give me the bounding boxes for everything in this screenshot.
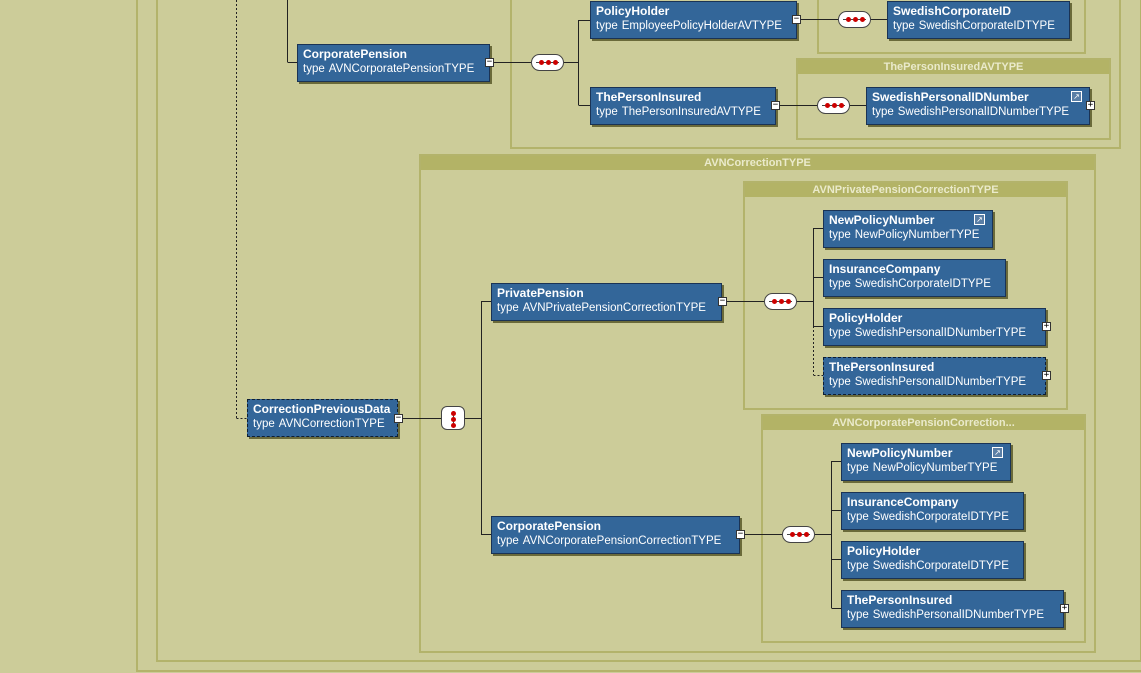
element-type: AVNCorporatePensionTYPE <box>328 63 475 75</box>
expand-toggle-icon[interactable]: + <box>1042 321 1051 331</box>
type-keyword: type <box>847 462 869 474</box>
type-keyword: type <box>497 535 519 547</box>
element-name: PolicyHolder <box>829 311 903 325</box>
reference-arrow-icon[interactable]: ↗ <box>992 447 1003 458</box>
element-name: PolicyHolder <box>596 4 670 18</box>
type-keyword: type <box>303 63 325 75</box>
collapse-toggle-icon[interactable]: − <box>736 529 745 539</box>
type-keyword: type <box>596 20 618 32</box>
element-type: SwedishCorporateIDTYPE <box>872 511 1009 523</box>
outer-frame <box>136 0 1141 672</box>
element-name: SwedishPersonalIDNumber <box>872 90 1029 104</box>
sequence-compositor-icon[interactable] <box>531 54 564 71</box>
type-keyword: type <box>497 302 519 314</box>
element-name: InsuranceCompany <box>829 262 941 276</box>
element-name: SwedishCorporateID <box>893 4 1012 18</box>
type-keyword: type <box>253 418 275 430</box>
type-keyword: type <box>872 106 894 118</box>
element-type: NewPolicyNumberTYPE <box>872 462 998 474</box>
element-type: SwedishCorporateIDTYPE <box>872 560 1009 572</box>
type-keyword: type <box>596 106 618 118</box>
type-keyword: type <box>829 278 851 290</box>
element-name: ThePersonInsured <box>596 90 702 104</box>
type-keyword: type <box>829 327 851 339</box>
expand-toggle-icon[interactable]: + <box>1042 370 1051 380</box>
element-type: SwedishCorporateIDTYPE <box>918 20 1055 32</box>
element-type: SwedishCorporateIDTYPE <box>854 278 991 290</box>
element-name: CorrectionPreviousData <box>253 402 391 416</box>
group-title: AVNPrivatePensionCorrectionTYPE <box>745 183 1066 197</box>
reference-arrow-icon[interactable]: ↗ <box>974 214 985 225</box>
type-keyword: type <box>829 229 851 241</box>
element-type: SwedishPersonalIDNumberTYPE <box>872 609 1045 621</box>
expand-toggle-icon[interactable]: + <box>1086 100 1095 110</box>
expand-toggle-icon[interactable]: + <box>1060 603 1069 613</box>
element-type: ThePersonInsuredAVTYPE <box>621 106 761 118</box>
sequence-compositor-icon[interactable] <box>764 293 797 310</box>
element-name: PrivatePension <box>497 286 584 300</box>
element-name: ThePersonInsured <box>829 360 935 374</box>
collapse-toggle-icon[interactable]: − <box>485 57 494 67</box>
type-keyword: type <box>847 560 869 572</box>
collapse-toggle-icon[interactable]: − <box>394 413 403 423</box>
element-name: CorporatePension <box>497 519 602 533</box>
element-type: AVNCorporatePensionCorrectionTYPE <box>522 535 722 547</box>
type-keyword: type <box>829 376 851 388</box>
sequence-compositor-icon[interactable] <box>817 97 850 114</box>
element-type: SwedishPersonalIDNumberTYPE <box>854 376 1027 388</box>
element-type: AVNPrivatePensionCorrectionTYPE <box>522 302 706 314</box>
element-name: InsuranceCompany <box>847 495 959 509</box>
element-type: AVNCorrectionTYPE <box>278 418 385 430</box>
sequence-compositor-icon[interactable] <box>782 526 815 543</box>
collapse-toggle-icon[interactable]: − <box>792 14 801 24</box>
reference-arrow-icon[interactable]: ↗ <box>1071 91 1082 102</box>
element-type: SwedishPersonalIDNumberTYPE <box>854 327 1027 339</box>
element-type: NewPolicyNumberTYPE <box>854 229 980 241</box>
sequence-compositor-icon[interactable] <box>838 11 871 28</box>
type-keyword: type <box>847 511 869 523</box>
choice-compositor-icon[interactable] <box>441 406 465 430</box>
element-name: ThePersonInsured <box>847 593 953 607</box>
element-name: CorporatePension <box>303 47 408 61</box>
element-type: EmployeePolicyHolderAVTYPE <box>621 20 782 32</box>
collapse-toggle-icon[interactable]: − <box>771 100 780 110</box>
group-title: ThePersonInsuredAVTYPE <box>798 60 1109 74</box>
element-name: NewPolicyNumber <box>829 213 935 227</box>
type-keyword: type <box>893 20 915 32</box>
group-title: AVNCorrectionTYPE <box>421 156 1094 170</box>
type-keyword: type <box>847 609 869 621</box>
element-name: PolicyHolder <box>847 544 921 558</box>
group-title: AVNCorporatePensionCorrection... <box>763 416 1084 430</box>
element-type: SwedishPersonalIDNumberTYPE <box>897 106 1070 118</box>
collapse-toggle-icon[interactable]: − <box>718 296 727 306</box>
element-name: NewPolicyNumber <box>847 446 953 460</box>
